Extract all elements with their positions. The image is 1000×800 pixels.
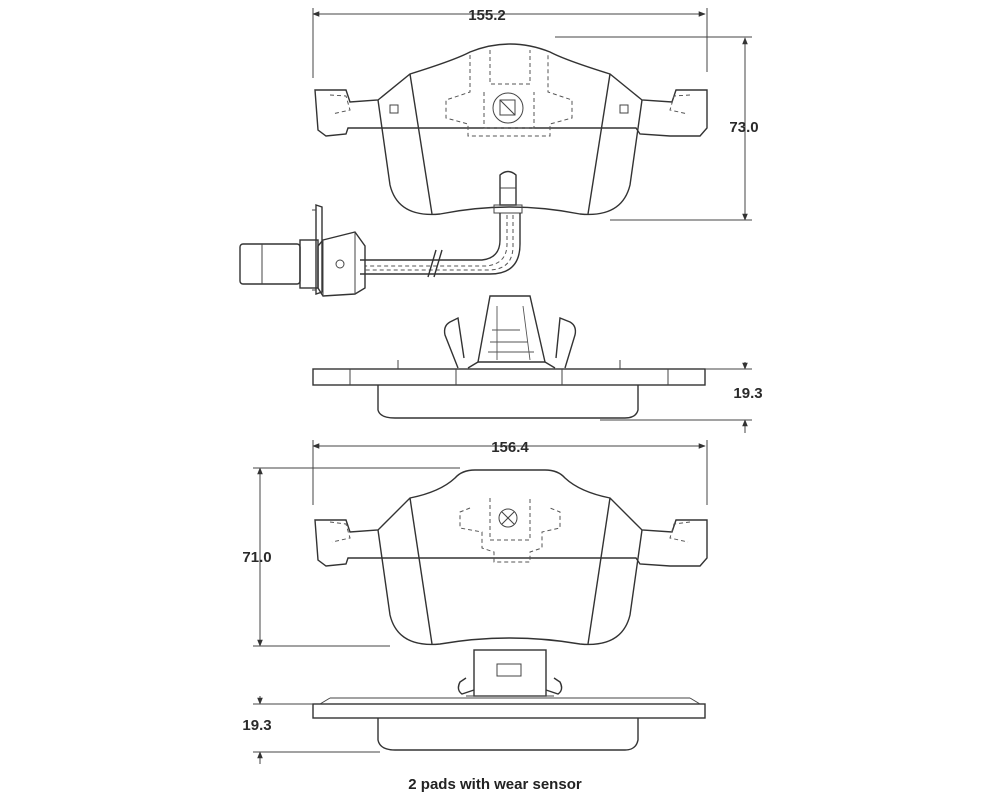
- top-width-dimension: 155.2: [312, 7, 708, 78]
- bottom-width-label: 156.4: [491, 439, 529, 456]
- top-thickness-label: 19.3: [733, 385, 762, 402]
- top-height-label: 73.0: [729, 119, 758, 136]
- bottom-height-label: 71.0: [242, 549, 271, 566]
- bottom-height-dimension: 71.0: [242, 467, 460, 647]
- top-height-dimension: 73.0: [555, 36, 759, 221]
- top-pad-front-view: [314, 43, 708, 216]
- bottom-width-dimension: 156.4: [312, 439, 708, 505]
- bottom-thickness-dimension: 19.3: [242, 696, 380, 764]
- bottom-thickness-label: 19.3: [242, 717, 271, 734]
- top-width-label: 155.2: [468, 7, 506, 24]
- bottom-pad-side-view: [312, 649, 706, 751]
- wear-sensor-cable: [239, 204, 521, 297]
- diagram-caption: 2 pads with wear sensor: [408, 776, 582, 793]
- top-thickness-dimension: 19.3: [600, 362, 763, 433]
- bottom-pad-front-view: [314, 469, 708, 646]
- top-pad-side-view: [312, 295, 706, 419]
